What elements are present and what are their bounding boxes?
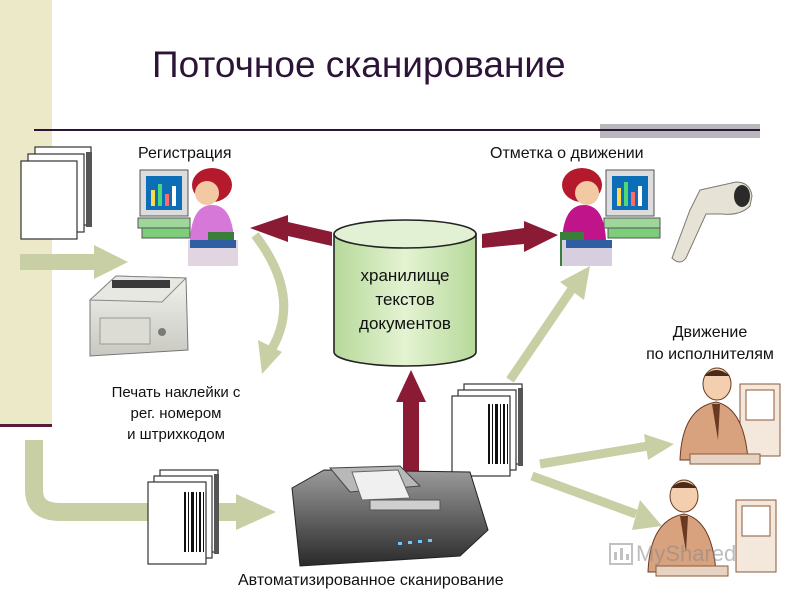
executor-2-icon [647, 479, 777, 577]
movement-clerk-icon [560, 168, 661, 266]
label-print-sticker: Печать наклейки с рег. номером и штрихко… [86, 382, 266, 445]
barcoded-docs-stack-icon [451, 383, 523, 477]
label-printer-icon [88, 275, 189, 357]
arrow-stack-to-printer [20, 245, 128, 279]
left-accent-underline [0, 424, 52, 427]
registration-clerk-icon [137, 168, 238, 266]
arrow-storage-to-movement [482, 221, 558, 252]
title-rule [34, 129, 760, 131]
barcoded-docs-stack-icon-bottom [147, 469, 219, 565]
label-movement-executors-line-2: по исполнителям [646, 346, 774, 363]
arrow-to-executor-2 [530, 471, 662, 530]
arrow-docs-to-movement [506, 266, 590, 383]
watermark-text: MyShared [636, 541, 737, 566]
paper-stack-icon [20, 146, 92, 240]
storage-label-line-2: текстов [375, 290, 435, 309]
page-title: Поточное сканирование [152, 44, 566, 85]
label-movement-mark: Отметка о движении [490, 145, 644, 162]
document-storage-cylinder [333, 219, 477, 367]
executor-1-icon [679, 367, 781, 465]
title-rule-grey [600, 124, 760, 138]
label-movement-executors: Движение по исполнителям [620, 322, 800, 366]
arrow-curve-registration-to-print [251, 232, 289, 374]
arrow-to-executor-1 [539, 434, 674, 469]
storage-label-line-1: хранилище [360, 266, 450, 285]
storage-label-line-3: документов [359, 314, 451, 333]
arrow-storage-to-registration [250, 215, 332, 246]
arrow-left-down-to-scan [25, 440, 276, 530]
arrow-scanner-to-storage [396, 370, 426, 472]
document-scanner-icon [291, 465, 489, 567]
watermark-logo-icon [609, 543, 633, 565]
label-auto-scan: Автоматизированное сканирование [238, 572, 504, 589]
barcode-scanner-gun-icon [671, 181, 753, 263]
label-print-sticker-line-2: рег. номером [130, 405, 222, 422]
label-print-sticker-line-3: и штрихкодом [127, 426, 225, 443]
storage-label: хранилище текстов документов [330, 264, 480, 336]
label-print-sticker-line-1: Печать наклейки с [111, 384, 241, 401]
label-registration: Регистрация [138, 145, 232, 162]
label-movement-executors-line-1: Движение [672, 324, 748, 341]
